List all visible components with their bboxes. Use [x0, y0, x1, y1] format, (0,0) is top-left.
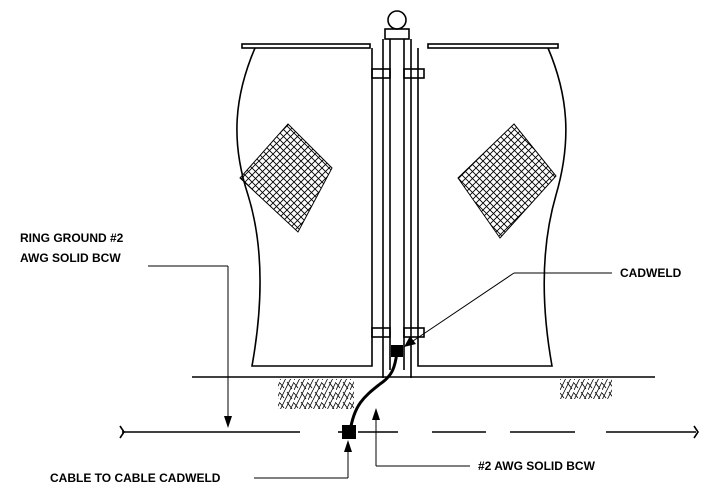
ring-ground-label-line1: RING GROUND #2 [20, 231, 124, 245]
awg-bcw-leader [372, 408, 470, 467]
ground-cable [342, 345, 403, 439]
cable-to-cable-leader [254, 440, 352, 479]
left-pot-body [236, 43, 373, 367]
cable-to-cable-cadweld-label: CABLE TO CABLE CADWELD [50, 471, 221, 485]
left-mesh-panel [239, 123, 333, 233]
center-pole [371, 10, 425, 378]
awg-solid-bcw-label: #2 AWG SOLID BCW [478, 459, 596, 473]
right-pot-body [417, 43, 567, 367]
ring-ground-leader [148, 265, 232, 428]
cable-to-cable-cadweld [342, 425, 356, 439]
cadweld-leader [404, 272, 612, 347]
ring-ground-label-line2: AWG SOLID BCW [20, 251, 121, 265]
right-mesh-panel [457, 123, 557, 239]
cadweld-label: CADWELD [620, 266, 682, 280]
ring-ground-conductor [119, 425, 699, 439]
cadweld-connector [391, 345, 403, 357]
ground-surface [192, 376, 655, 409]
